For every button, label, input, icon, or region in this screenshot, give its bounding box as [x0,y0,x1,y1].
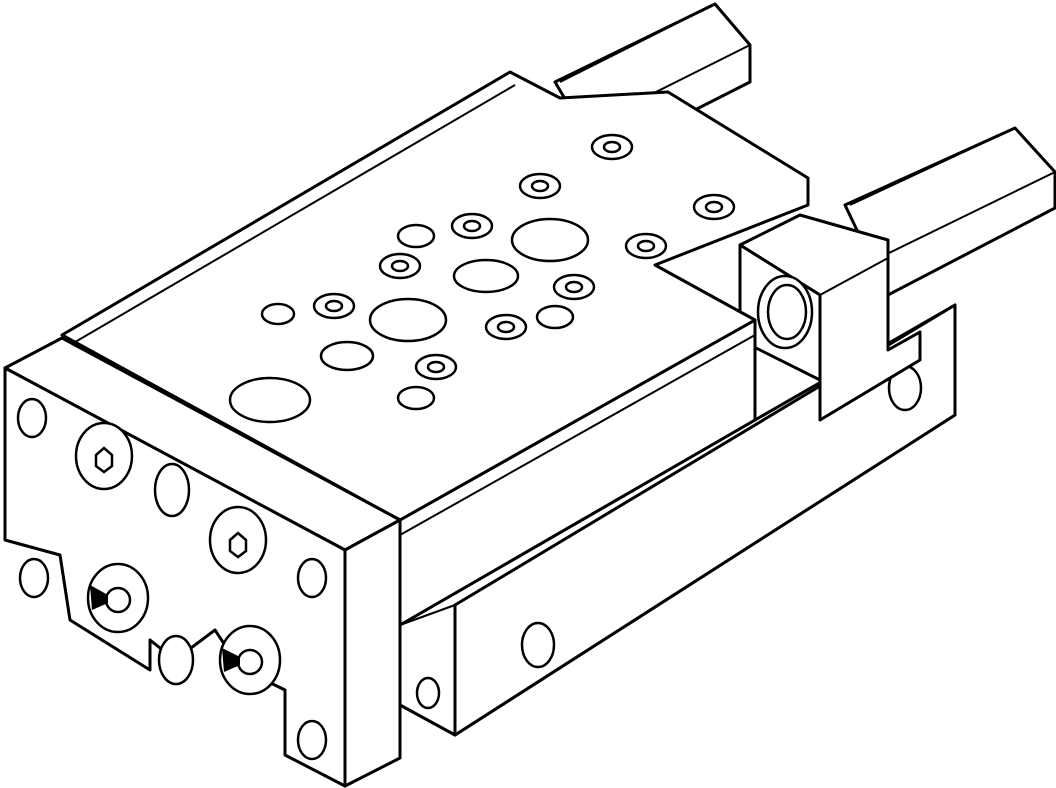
through-hole [368,297,448,343]
cap-screw [208,505,268,575]
adjusting-screw [86,562,150,634]
mounting-hole [18,557,50,599]
end-block [738,213,922,422]
mounting-hole [296,557,328,599]
slot-hole [452,258,520,294]
cap-screw [74,421,134,491]
adjusting-screw [218,624,282,696]
mounting-hole [16,397,48,439]
mounting-hole [153,462,191,518]
slide-plate [60,70,810,627]
end-plate [3,336,402,788]
mounting-hole [520,621,556,669]
mounting-hole [296,719,328,761]
through-hole [510,217,590,263]
through-hole [228,376,312,424]
mounting-hole [415,676,441,710]
through-hole [319,340,375,372]
screw-holes [260,133,736,411]
mounting-hole [157,634,195,686]
